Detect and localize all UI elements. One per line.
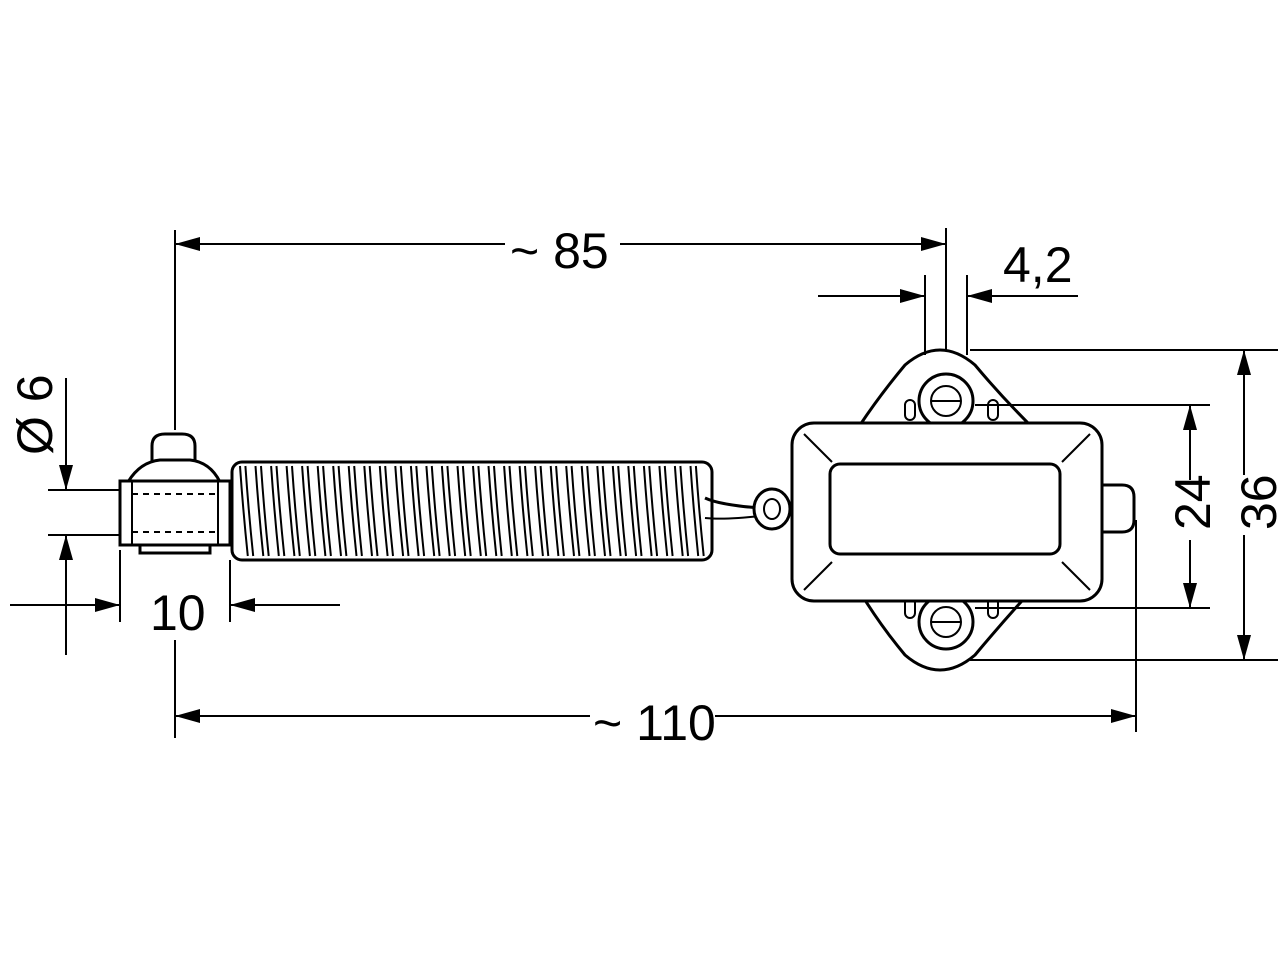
plunger-switch [48, 432, 232, 555]
coiled-cable [230, 460, 792, 562]
dimension-85: ~ 85 [510, 223, 609, 279]
dimension-height-36: 36 [1231, 474, 1280, 530]
dimension-10: 10 [150, 585, 206, 641]
dimension-hole-diameter: 4,2 [1003, 237, 1073, 293]
dimension-diameter-6: Ø 6 [7, 374, 63, 455]
switch-housing [790, 348, 1136, 672]
dimension-hole-spacing-24: 24 [1165, 474, 1221, 530]
dimension-lines [10, 228, 1278, 738]
dimension-110: ~ 110 [593, 695, 716, 751]
